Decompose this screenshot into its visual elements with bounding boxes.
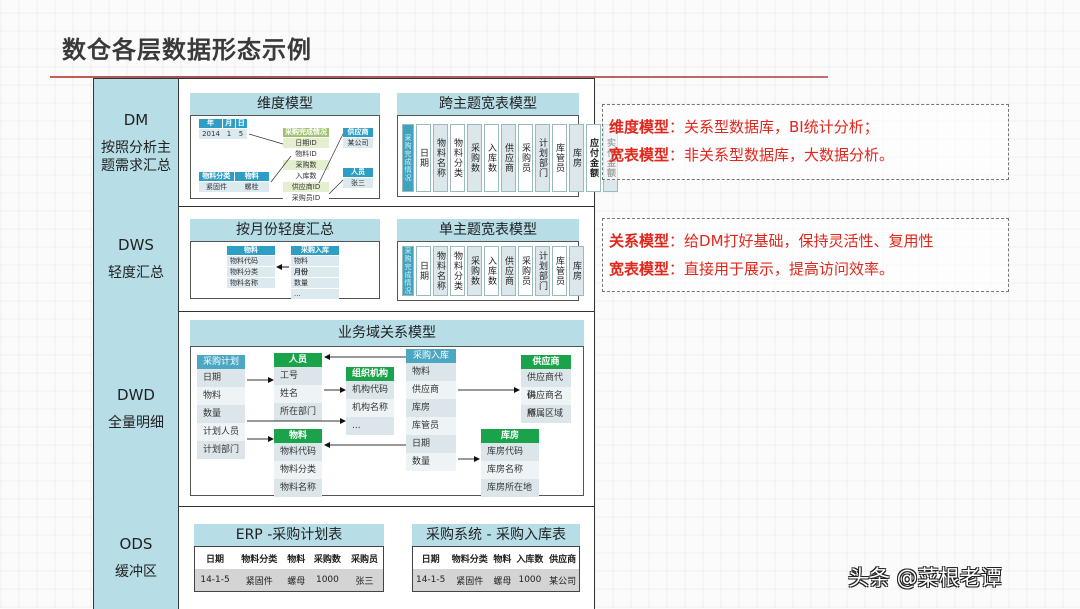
layer-row-dwd: DWD 全量明细 业务域关系模型 采购计划 日期 物料 数量 计划人员 计划部门… (94, 311, 594, 507)
panel-title: 单主题宽表模型 (397, 219, 579, 241)
note-key: 宽表模型 (609, 260, 670, 278)
layer-row-dws: DWS 轻度汇总 按月份轻度汇总 物料 物料代码 物料分类 物料名称 采购入库 … (94, 206, 594, 312)
erp-plan-table: ERP -采购计划表 日期 物料分类 物料 采购数 采购员 14-1-5 紧固件… (194, 524, 384, 592)
table-header-row: 日期 物料分类 物料 采购数 采购员 (194, 546, 384, 569)
wide-table-column: 日期 (416, 246, 431, 296)
note-key: 宽表模型 (609, 146, 670, 164)
single-wide-table-panel: 单主题宽表模型 采购完成情况日期物料名称物料分类采购数入库数供应商采购员计划部门… (397, 219, 584, 301)
layer-code: ODS (119, 534, 153, 553)
table-header-row: 日期 物料分类 物料 入库数 供应商 (412, 546, 580, 569)
wide-table-column: 采购员 (518, 246, 533, 296)
person-dim-table: 人员 张三 (343, 168, 373, 188)
layer-label-dwd: DWD 全量明细 (94, 311, 179, 506)
panel-title: 业务域关系模型 (190, 320, 584, 346)
table-title: 采购系统 - 采购入库表 (412, 524, 580, 546)
cross-wide-table: 采购完成情况日期物料名称物料分类采购数入库数供应商采购员计划部门库管员库房应付金… (397, 115, 618, 197)
entity-organization: 组织机构 机构代码 机构名称 ... (346, 367, 394, 435)
wide-table-column: 供应商 (501, 246, 516, 296)
wide-table-column: 入库数 (484, 124, 499, 192)
wide-table-column: 计划部门 (535, 124, 550, 192)
wide-table-column: 采购数 (467, 246, 482, 296)
layer-label-dm: DM 按照分析主 题需求汇总 (94, 79, 179, 206)
purchase-inbound-grid: 日期 物料分类 物料 入库数 供应商 14-1-5 紧固件 螺母 1000 某公… (412, 546, 580, 592)
watermark: 头条 @菜根老谭 (848, 566, 1002, 590)
wide-table-column: 供应商 (501, 124, 516, 192)
entity-person: 人员 工号 姓名 所在部门 (274, 353, 322, 421)
entity-purchase-plan: 采购计划 日期 物料 数量 计划人员 计划部门 (197, 355, 245, 459)
wide-table-column: 物料分类 (450, 124, 465, 192)
title-divider (50, 76, 828, 78)
table-row: 14-1-5 紧固件 螺母 1000 某公司 (412, 569, 580, 592)
layer-row-ods: ODS 缓冲区 ERP -采购计划表 日期 物料分类 物料 采购数 采购员 14… (94, 506, 594, 609)
business-relation-panel: 业务域关系模型 采购计划 日期 物料 数量 计划人员 计划部门 人员 工号 姓名… (190, 320, 584, 497)
wide-table-column: 入库数 (484, 246, 499, 296)
wide-table-column: 物料名称 (433, 246, 448, 296)
table-row: 14-1-5 紧固件 螺母 1000 张三 (194, 569, 384, 592)
layer-code: DWS (118, 235, 154, 254)
page-title: 数仓各层数据形态示例 (62, 36, 312, 64)
wide-table-columns: 采购完成情况日期物料名称物料分类采购数入库数供应商采购员计划部门库管员库房 (402, 246, 584, 296)
single-wide-table: 采购完成情况日期物料名称物料分类采购数入库数供应商采购员计划部门库管员库房 (397, 241, 584, 301)
panel-title: 维度模型 (190, 93, 380, 115)
wide-table-column: 应付金额 (586, 124, 601, 192)
material-dim-table: 物料分类 物料 紧固件 螺栓 (199, 172, 269, 192)
wide-table-column: 物料名称 (433, 124, 448, 192)
wide-table-column: 日期 (416, 124, 431, 192)
wide-table-columns: 采购完成情况日期物料名称物料分类采购数入库数供应商采购员计划部门库管员库房应付金… (402, 124, 618, 192)
table-title: ERP -采购计划表 (194, 524, 384, 546)
wide-table-column: 库管员 (552, 124, 567, 192)
dimension-model-diagram: 年 月 日 2014 1 5 物料分类 物料 (190, 115, 380, 203)
inbound-table: 采购入库 物料 月份 数量 ... (291, 246, 339, 299)
monthly-summary-diagram: 物料 物料代码 物料分类 物料名称 采购入库 物料 月份 数量 ... (190, 241, 380, 299)
entity-warehouse: 库房 库房代码 库房名称 库房所在地 (481, 429, 539, 497)
wide-table-column: 库房 (569, 124, 584, 192)
summary-arrow (276, 264, 289, 270)
erp-plan-grid: 日期 物料分类 物料 采购数 采购员 14-1-5 紧固件 螺母 1000 张三 (194, 546, 384, 592)
note-dm: 维度模型：关系型数据库，BI统计分析； 宽表模型：非关系型数据库，大数据分析。 (602, 104, 1009, 180)
wide-table-column: 采购员 (518, 124, 533, 192)
wide-table-column: 采购完成情况 (402, 246, 414, 296)
wide-table-column: 库管员 (552, 246, 567, 296)
panel-title: 跨主题宽表模型 (397, 93, 579, 115)
wide-table-column: 物料分类 (450, 246, 465, 296)
note-key: 维度模型 (609, 118, 670, 136)
relation-diagram: 采购计划 日期 物料 数量 计划人员 计划部门 人员 工号 姓名 所在部门 组织… (190, 346, 584, 497)
layer-label-dws: DWS 轻度汇总 (94, 206, 179, 311)
material-table: 物料 物料代码 物料分类 物料名称 (227, 246, 275, 288)
monthly-summary-panel: 按月份轻度汇总 物料 物料代码 物料分类 物料名称 采购入库 物料 月份 数量 … (190, 219, 380, 299)
cross-wide-table-panel: 跨主题宽表模型 采购完成情况日期物料名称物料分类采购数入库数供应商采购员计划部门… (397, 93, 618, 197)
panel-title: 按月份轻度汇总 (190, 219, 380, 241)
layer-label-ods: ODS 缓冲区 (94, 506, 179, 609)
layer-code: DM (123, 110, 149, 129)
note-dws: 关系模型：给DM打好基础，保持灵活性、复用性 宽表模型：直接用于展示，提高访问效… (602, 218, 1009, 292)
date-table: 年 月 日 2014 1 5 (199, 119, 247, 139)
note-key: 关系模型 (609, 232, 670, 250)
supplier-dim-table: 供应商 某公司 (343, 128, 373, 148)
wide-table-column: 库房 (569, 246, 584, 296)
entity-supplier: 供应商 供应商代码 供应商名称 所属区域 (521, 355, 571, 423)
layers-table: DM 按照分析主 题需求汇总 维度模型 年 月 日 2014 1 (93, 78, 618, 609)
entity-material: 物料 物料代码 物料分类 物料名称 (274, 429, 322, 497)
layer-row-dm: DM 按照分析主 题需求汇总 维度模型 年 月 日 2014 1 (94, 79, 618, 207)
purchase-inbound-table: 采购系统 - 采购入库表 日期 物料分类 物料 入库数 供应商 14-1-5 紧… (412, 524, 580, 592)
entity-purchase-inbound: 采购入库 物料 供应商 库房 库管员 日期 数量 (406, 349, 456, 471)
wide-table-column: 计划部门 (535, 246, 550, 296)
layer-desc: 按照分析主 题需求汇总 (101, 139, 171, 174)
dimension-model-panel: 维度模型 年 月 日 2014 1 5 物料分类 (190, 93, 380, 203)
wide-table-column: 采购数 (467, 124, 482, 192)
wide-table-column: 采购完成情况 (402, 124, 414, 192)
layer-code: DWD (117, 385, 155, 404)
fact-table: 采购完成情况 日期ID 物料ID 采购数 入库数 供应商ID 采购员ID (283, 128, 329, 203)
